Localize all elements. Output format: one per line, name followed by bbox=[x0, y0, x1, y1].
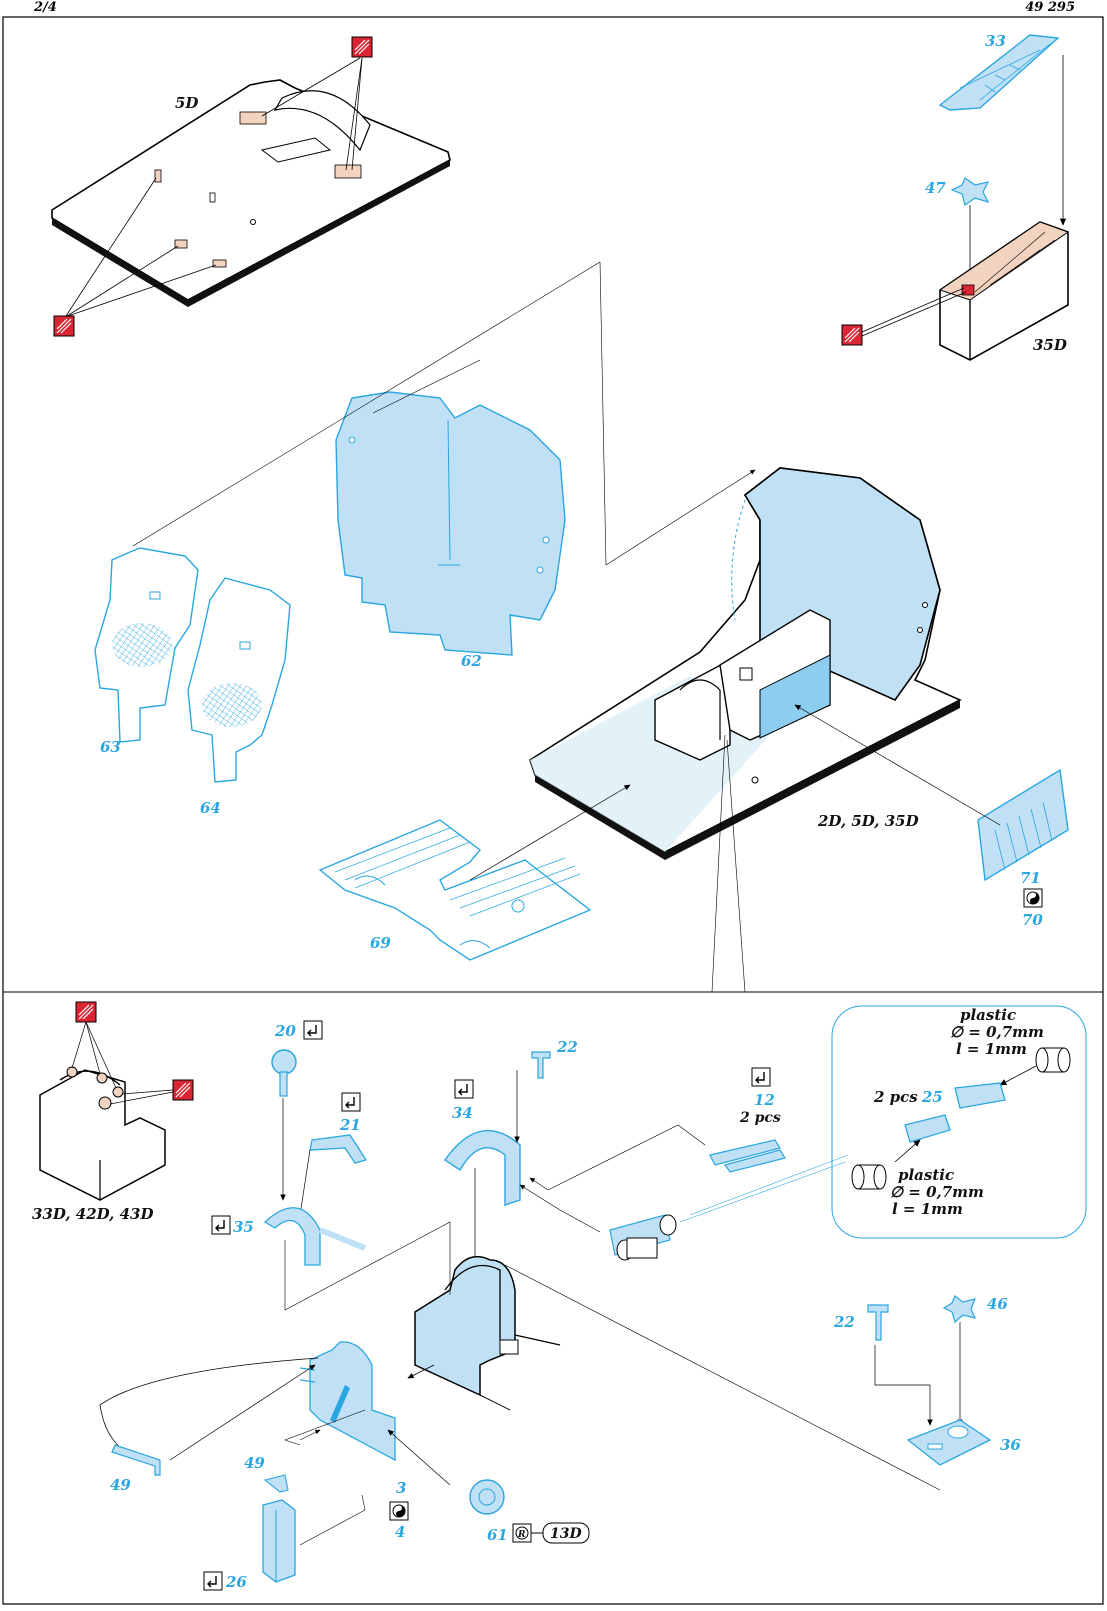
either-or-icon bbox=[1024, 889, 1042, 907]
fold-icon bbox=[752, 1068, 770, 1086]
paint-swatch-icon bbox=[54, 316, 74, 336]
part-3-panel bbox=[300, 1342, 395, 1460]
paint-swatch-icon bbox=[352, 37, 372, 57]
part-box-33d-42d-43d bbox=[40, 1067, 165, 1200]
label-64: 64 bbox=[200, 799, 221, 817]
part-22-tee bbox=[868, 1305, 888, 1340]
label-25: 25 bbox=[921, 1088, 943, 1106]
assembly-floor-bulkhead bbox=[530, 468, 960, 860]
plastic-1-length: l = 1mm bbox=[956, 1040, 1027, 1058]
label-35d: 35D bbox=[1033, 336, 1067, 354]
label-3: 3 bbox=[396, 1479, 406, 1497]
part-61-wheel bbox=[470, 1480, 504, 1514]
part-69-floor bbox=[320, 820, 590, 960]
part-63-panel bbox=[95, 548, 198, 742]
label-12: 12 bbox=[754, 1091, 775, 1109]
label-46: 46 bbox=[987, 1295, 1008, 1313]
plastic-2-length: l = 1mm bbox=[892, 1200, 963, 1218]
label-12-qty: 2 pcs bbox=[739, 1110, 781, 1126]
plastic-1-diameter: ∅ = 0,7mm bbox=[950, 1023, 1044, 1041]
part-12-clips bbox=[710, 1140, 785, 1172]
cable-line bbox=[100, 1358, 318, 1455]
label-62: 62 bbox=[461, 652, 482, 670]
either-or-icon bbox=[390, 1502, 408, 1520]
part-plastic-cylinder bbox=[1036, 1048, 1070, 1072]
part-22-tee bbox=[532, 1052, 550, 1078]
part-64-panel bbox=[188, 578, 290, 782]
fold-icon bbox=[212, 1216, 230, 1234]
fold-icon bbox=[455, 1080, 473, 1098]
fold-icon bbox=[342, 1093, 360, 1111]
label-49a: 49 bbox=[110, 1476, 131, 1494]
label-5d: 5D bbox=[175, 94, 198, 112]
part-49-small bbox=[265, 1475, 288, 1492]
part-26-post bbox=[263, 1500, 295, 1582]
assembly-seat-frame bbox=[415, 1257, 560, 1410]
paint-swatch-icon bbox=[76, 1002, 96, 1022]
label-49b: 49 bbox=[244, 1454, 265, 1472]
part-20-lever bbox=[272, 1050, 296, 1096]
label-22a: 22 bbox=[556, 1038, 578, 1056]
fold-icon bbox=[204, 1572, 222, 1590]
part-5d-floor bbox=[52, 80, 450, 307]
label-71: 71 bbox=[1020, 869, 1041, 887]
part-25-sleeve bbox=[905, 1115, 950, 1142]
part-46-star bbox=[944, 1296, 975, 1322]
label-26: 26 bbox=[225, 1573, 247, 1591]
label-assembly: 2D, 5D, 35D bbox=[817, 812, 919, 830]
label-13d: 13D bbox=[550, 1526, 582, 1542]
label-4: 4 bbox=[395, 1523, 405, 1541]
part-25-sleeve bbox=[955, 1083, 1005, 1108]
label-22b: 22 bbox=[833, 1313, 855, 1331]
label-36: 36 bbox=[1000, 1436, 1021, 1454]
part-62-bulkhead bbox=[336, 392, 565, 655]
svg-text:R: R bbox=[517, 1530, 526, 1540]
part-47-star bbox=[952, 178, 988, 205]
part-21-lever bbox=[310, 1135, 366, 1163]
part-71-panel bbox=[978, 770, 1068, 880]
fold-icon bbox=[304, 1021, 322, 1039]
label-21: 21 bbox=[339, 1116, 361, 1134]
label-61: 61 bbox=[487, 1526, 508, 1544]
paint-swatch-icon bbox=[173, 1080, 193, 1100]
label-25-qty: 2 pcs bbox=[873, 1088, 918, 1106]
part-34-bracket bbox=[445, 1131, 520, 1205]
part-plastic-rods bbox=[610, 1215, 676, 1260]
plastic-2-diameter: ∅ = 0,7mm bbox=[890, 1183, 984, 1201]
label-69: 69 bbox=[370, 934, 391, 952]
label-70: 70 bbox=[1022, 911, 1043, 929]
label-box: 33D, 42D, 43D bbox=[32, 1205, 153, 1223]
part-35-bracket bbox=[265, 1208, 365, 1265]
paint-swatch-icon bbox=[842, 325, 862, 345]
label-63: 63 bbox=[100, 738, 121, 756]
plastic-2-title: plastic bbox=[898, 1166, 954, 1184]
part-plastic-cylinder bbox=[852, 1165, 886, 1189]
label-35: 35 bbox=[233, 1218, 254, 1236]
label-20: 20 bbox=[274, 1022, 296, 1040]
part-36-plate bbox=[908, 1420, 990, 1465]
label-47: 47 bbox=[925, 179, 946, 197]
label-33: 33 bbox=[985, 32, 1006, 50]
replace-icon: R bbox=[513, 1524, 531, 1542]
part-49-tee bbox=[112, 1445, 160, 1475]
plastic-1-title: plastic bbox=[960, 1006, 1016, 1024]
label-34: 34 bbox=[452, 1104, 473, 1122]
